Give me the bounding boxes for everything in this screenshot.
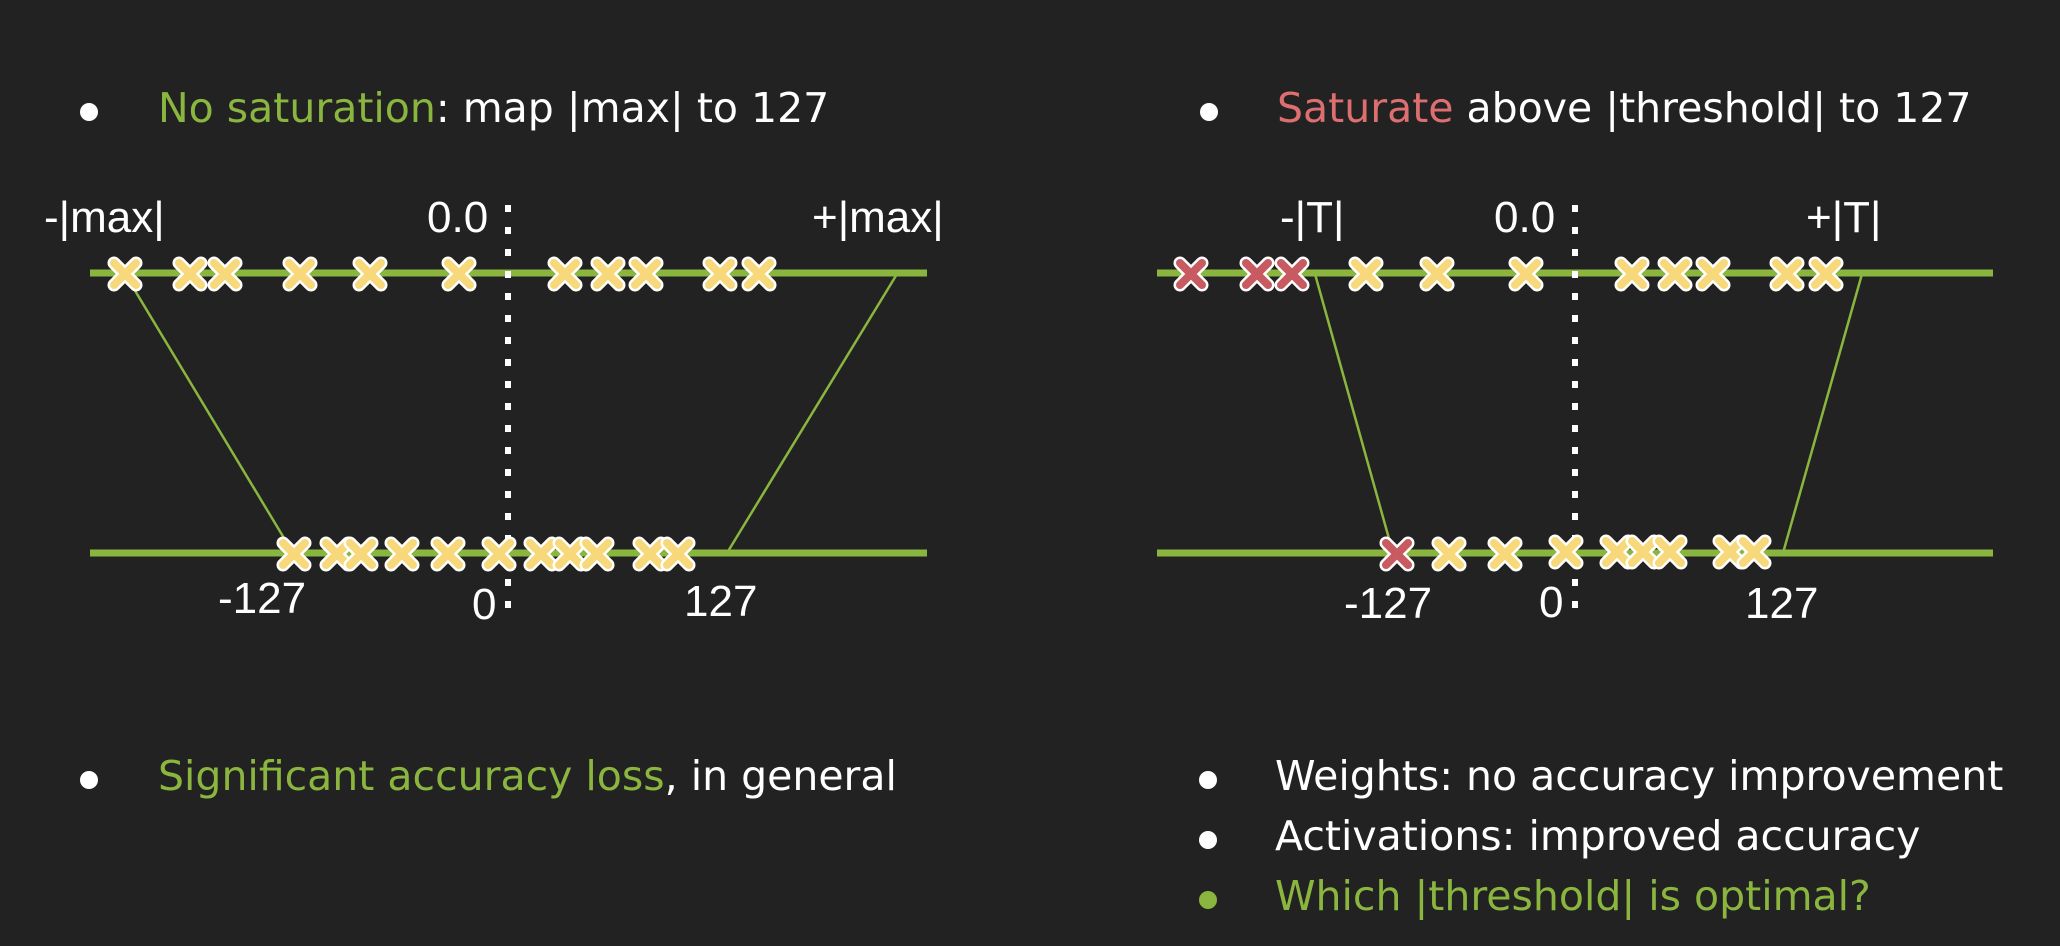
right-diagram: -|T| 0.0 +|T| -127 0 127 — [1157, 193, 1993, 628]
label-zero-int: 0 — [472, 580, 496, 629]
x-mark-icon — [1426, 263, 1448, 285]
label-neg-max: -|max| — [44, 193, 165, 242]
x-mark-icon — [1659, 541, 1681, 563]
bullet-icon — [1199, 891, 1217, 909]
bullet-highlight: Significant accuracy loss — [158, 752, 665, 800]
bullet-text: Activations: improved accuracy — [1275, 812, 1921, 860]
x-mark-icon — [667, 543, 689, 565]
x-mark-icon — [597, 263, 619, 285]
x-mark-icon — [1180, 263, 1202, 285]
bullet-text: Weights: no accuracy improvement — [1275, 752, 2004, 800]
x-mark-icon — [748, 263, 770, 285]
bullet-text: , in general — [664, 752, 897, 800]
mapping-line-neg — [123, 273, 295, 554]
x-mark-icon — [391, 543, 413, 565]
x-mark-icon — [1355, 263, 1377, 285]
bullet-saturate: Saturate above |threshold| to 127 — [1277, 88, 1972, 129]
x-mark-icon — [488, 543, 510, 565]
x-mark-icon — [1632, 541, 1654, 563]
bullet-text: above |threshold| to 127 — [1453, 84, 1972, 132]
label-neg-threshold: -|T| — [1280, 193, 1344, 242]
label-zero-int: 0 — [1539, 578, 1563, 627]
bullet-icon — [1200, 103, 1218, 121]
bullet-weights: Weights: no accuracy improvement — [1275, 756, 2003, 797]
x-mark-icon — [289, 263, 311, 285]
x-mark-icon — [709, 263, 731, 285]
bullet-highlight: Saturate — [1277, 84, 1454, 132]
x-mark-icon — [530, 543, 552, 565]
x-mark-icon — [448, 263, 470, 285]
x-mark-icon — [1815, 263, 1837, 285]
x-mark-icon — [1621, 263, 1643, 285]
label-pos-max: +|max| — [812, 193, 944, 242]
bullet-accuracy-loss: Significant accuracy loss, in general — [158, 756, 897, 797]
mapping-line-pos — [1781, 273, 1864, 554]
left-diagram: -|max| 0.0 +|max| -127 0 127 — [44, 193, 944, 629]
bullet-icon — [1199, 771, 1217, 789]
x-mark-icon — [1515, 263, 1537, 285]
x-mark-icon — [283, 543, 305, 565]
x-mark-icon — [635, 263, 657, 285]
x-mark-icon — [1386, 543, 1408, 565]
x-mark-icon — [1776, 263, 1798, 285]
bullet-which-threshold: Which |threshold| is optimal? — [1275, 876, 1871, 917]
x-mark-icon — [559, 543, 581, 565]
x-mark-icon — [1664, 263, 1686, 285]
label-pos-127: 127 — [1745, 579, 1818, 628]
bullet-no-saturation: No saturation: map |max| to 127 — [158, 88, 829, 129]
bullet-text: Which |threshold| is optimal? — [1275, 872, 1871, 920]
bullet-highlight: No saturation — [158, 84, 436, 132]
label-zero-float: 0.0 — [1494, 193, 1555, 242]
x-mark-icon — [359, 263, 381, 285]
bullet-icon — [80, 103, 98, 121]
mapping-line-neg — [1313, 273, 1395, 554]
bullet-icon — [80, 771, 98, 789]
x-mark-icon — [350, 543, 372, 565]
x-mark-icon — [179, 263, 201, 285]
x-mark-icon — [1743, 541, 1765, 563]
label-pos-threshold: +|T| — [1806, 193, 1881, 242]
label-zero-float: 0.0 — [427, 193, 488, 242]
x-mark-icon — [214, 263, 236, 285]
label-pos-127: 127 — [684, 577, 757, 626]
label-neg-127: -127 — [218, 574, 306, 623]
x-mark-icon — [1555, 541, 1577, 563]
label-neg-127: -127 — [1344, 579, 1432, 628]
x-mark-icon — [437, 543, 459, 565]
x-mark-icon — [586, 543, 608, 565]
x-mark-icon — [1246, 263, 1268, 285]
x-mark-icon — [1606, 541, 1628, 563]
bullet-text: : map |max| to 127 — [435, 84, 830, 132]
x-mark-icon — [114, 263, 136, 285]
x-mark-icon — [554, 263, 576, 285]
mapping-line-pos — [725, 273, 899, 554]
bullet-icon — [1199, 831, 1217, 849]
x-mark-icon — [1438, 543, 1460, 565]
bullet-activations: Activations: improved accuracy — [1275, 816, 1920, 857]
x-mark-icon — [1281, 263, 1303, 285]
x-mark-icon — [1702, 263, 1724, 285]
x-mark-icon — [639, 543, 661, 565]
x-mark-icon — [1494, 543, 1516, 565]
